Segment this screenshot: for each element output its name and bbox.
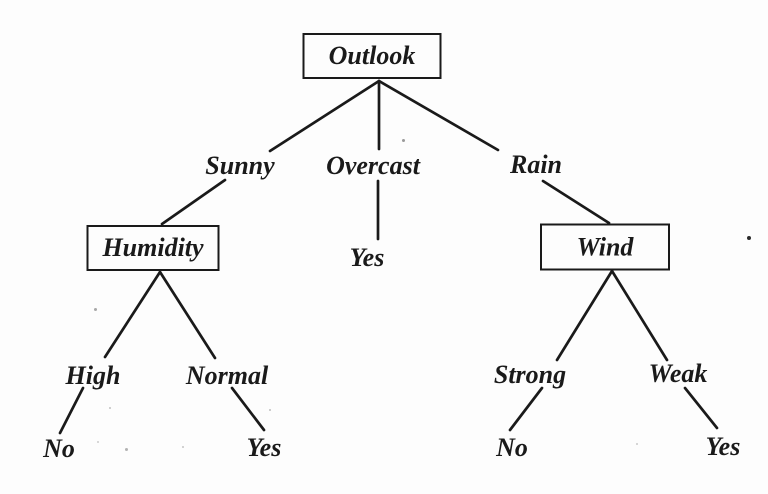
- node-humidity: Humidity: [86, 225, 220, 271]
- edge-weak-yes: [683, 386, 719, 430]
- scan-speck: [125, 448, 128, 451]
- leaf-overcast-yes: Yes: [349, 243, 385, 272]
- leaf-weak-yes: Yes: [705, 432, 741, 461]
- edge-strong-no: [508, 386, 544, 432]
- leaf-high-no: No: [43, 434, 75, 463]
- branch-label-weak: Weak: [648, 359, 708, 388]
- branch-label-sunny: Sunny: [205, 151, 275, 180]
- branch-label-high: High: [65, 361, 121, 390]
- branch-label-overcast: Overcast: [326, 151, 420, 180]
- node-wind: Wind: [540, 223, 670, 271]
- edge-wind-strong: [555, 269, 614, 362]
- edge-humidity-normal: [158, 270, 217, 360]
- node-outlook: Outlook: [302, 33, 442, 79]
- edge-humidity-high: [103, 270, 162, 359]
- edge-outlook-sunny: [268, 79, 381, 153]
- scan-speck: [97, 441, 99, 443]
- scan-speck: [109, 407, 111, 409]
- scan-speck: [402, 139, 405, 142]
- scan-speck: [94, 308, 97, 311]
- scan-speck: [269, 409, 271, 411]
- edge-sunny-humidity: [160, 178, 227, 226]
- branch-label-strong: Strong: [493, 360, 567, 389]
- scan-speck: [636, 443, 638, 445]
- scan-speck: [747, 236, 751, 240]
- edge-high-no: [58, 386, 85, 435]
- scan-speck: [182, 446, 184, 448]
- edge-normal-yes: [230, 386, 266, 432]
- edge-rain-wind: [541, 179, 611, 225]
- edge-wind-weak: [610, 269, 669, 362]
- branch-label-rain: Rain: [509, 150, 563, 179]
- branch-label-normal: Normal: [185, 361, 269, 390]
- leaf-normal-yes: Yes: [246, 433, 282, 462]
- leaf-strong-no: No: [496, 433, 528, 462]
- edge-outlook-rain: [377, 79, 500, 152]
